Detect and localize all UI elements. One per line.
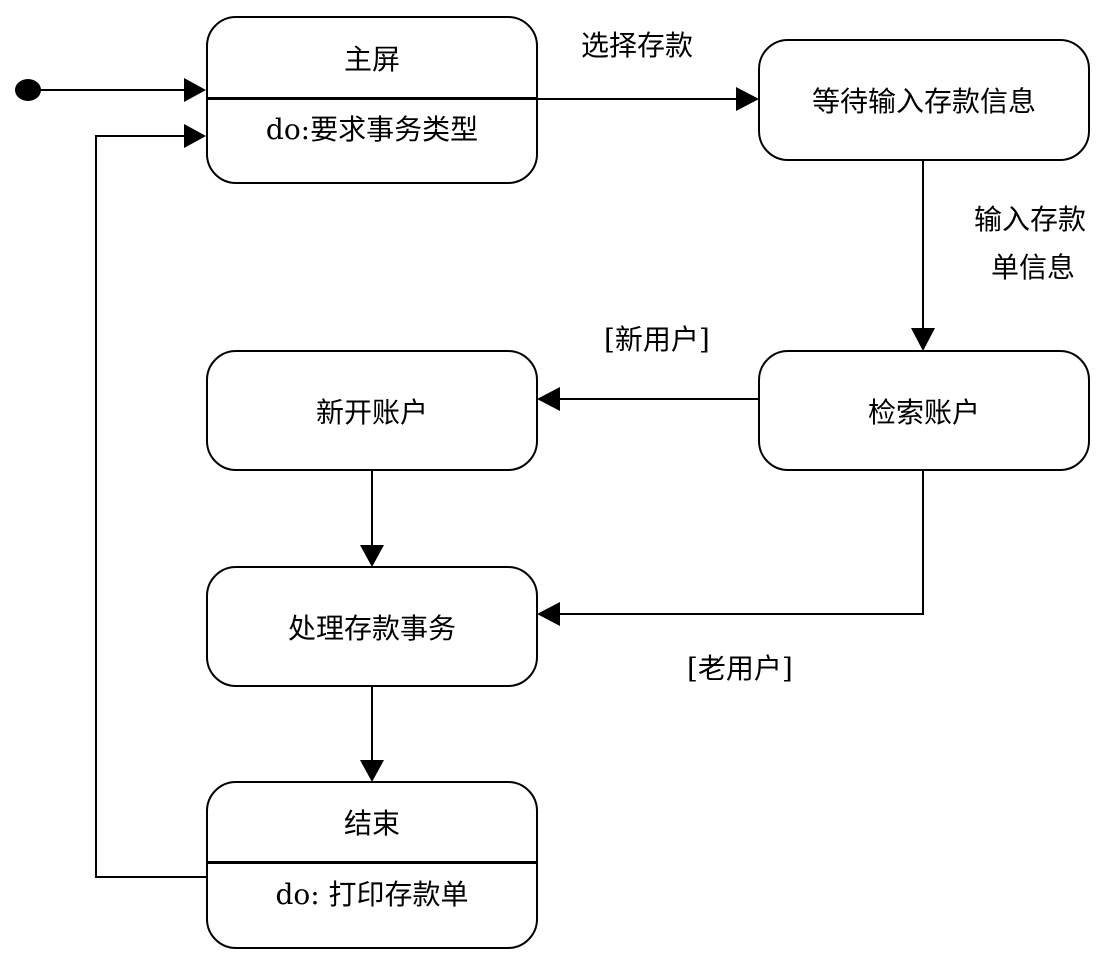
state-title: 主屏 bbox=[343, 42, 400, 76]
state-divider bbox=[208, 97, 536, 100]
arrow-end-to-main bbox=[95, 124, 207, 878]
initial-state-dot bbox=[15, 79, 41, 101]
state-divider bbox=[208, 861, 536, 864]
arrow-search-to-process bbox=[537, 470, 924, 626]
arrow-main-to-wait bbox=[537, 87, 759, 111]
state-title: 新开账户 bbox=[315, 395, 428, 429]
state-end: 结束 do: 打印存款单 bbox=[206, 781, 538, 949]
state-wait-deposit-info: 等待输入存款信息 bbox=[758, 39, 1090, 161]
state-title: 处理存款事务 bbox=[287, 611, 456, 645]
state-activity: do: 打印存款单 bbox=[275, 877, 469, 911]
state-title: 结束 bbox=[343, 807, 400, 840]
state-title: 等待输入存款信息 bbox=[811, 85, 1036, 118]
arrow-open-to-process bbox=[360, 470, 384, 567]
state-activity: do:要求事务类型 bbox=[265, 113, 479, 146]
arrow-initial-to-main bbox=[40, 78, 206, 102]
arrow-process-to-end bbox=[360, 686, 384, 782]
state-search-account: 检索账户 bbox=[758, 350, 1090, 471]
state-process-deposit: 处理存款事务 bbox=[206, 566, 538, 687]
guard-label-new-user: [新用户] bbox=[604, 323, 710, 356]
state-title: 检索账户 bbox=[867, 395, 980, 429]
transition-label-select-deposit: 选择存款 bbox=[581, 29, 694, 62]
arrow-wait-to-search bbox=[911, 160, 935, 351]
state-main-screen: 主屏 do:要求事务类型 bbox=[206, 16, 538, 184]
transition-label-input-info-line1: 输入存款 bbox=[974, 203, 1087, 236]
state-open-account: 新开账户 bbox=[206, 350, 538, 471]
transition-label-input-info-line2: 单信息 bbox=[991, 251, 1076, 284]
guard-label-old-user: [老用户] bbox=[687, 652, 793, 685]
arrow-search-to-open bbox=[537, 387, 759, 411]
